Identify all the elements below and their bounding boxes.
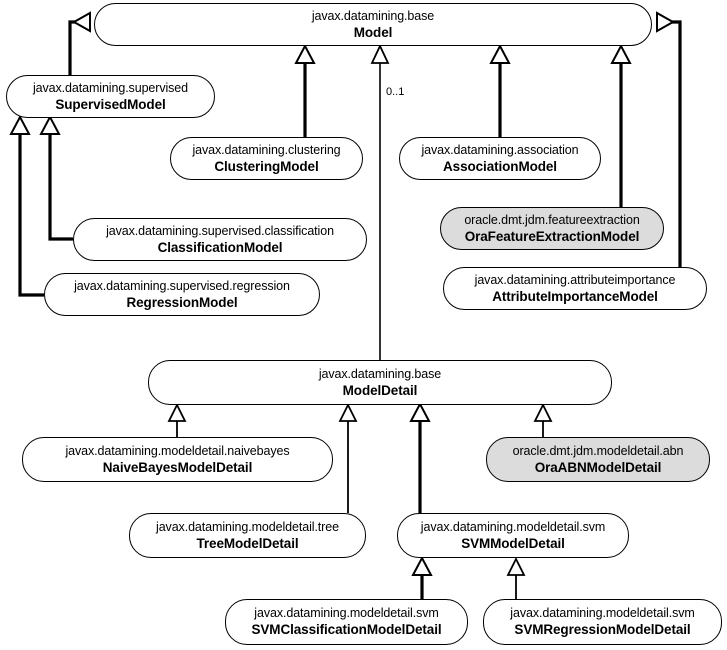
edge-clusteringmodel-to-model	[294, 43, 316, 137]
edge-naivebayesmodeldetail-to-modeldetail	[167, 402, 187, 437]
class-package-regressionmodel: javax.datamining.supervised.regression	[74, 278, 290, 293]
class-name-supervisedmodel: SupervisedModel	[55, 96, 166, 112]
class-package-oraabnmodeldetail: oracle.dmt.jdm.modeldetail.abn	[512, 443, 684, 458]
class-name-model: Model	[353, 24, 393, 40]
class-package-naivebayesmodeldetail: javax.datamining.modeldetail.naivebayes	[65, 443, 290, 458]
class-package-model: javax.datamining.base	[311, 8, 435, 23]
class-box-treemodeldetail[interactable]: javax.datamining.modeldetail.tree TreeMo…	[129, 513, 366, 558]
edge-svmmodeldetail-to-modeldetail	[409, 401, 431, 513]
class-package-modeldetail: javax.datamining.base	[318, 366, 442, 381]
edge-treemodeldetail-to-modeldetail	[338, 402, 358, 513]
edge-oraabnmodeldetail-to-modeldetail	[533, 402, 553, 437]
class-package-orafeatureextractionmodel: oracle.dmt.jdm.featureextraction	[464, 212, 640, 227]
class-package-attributeimportancemodel: javax.datamining.attributeimportance	[474, 272, 676, 287]
class-box-orafeatureextractionmodel[interactable]: oracle.dmt.jdm.featureextraction OraFeat…	[440, 207, 664, 250]
class-name-naivebayesmodeldetail: NaiveBayesModelDetail	[102, 459, 253, 475]
class-box-svmmodeldetail[interactable]: javax.datamining.modeldetail.svm SVMMode…	[397, 513, 629, 558]
class-name-svmregressionmodeldetail: SVMRegressionModelDetail	[514, 622, 691, 638]
class-box-classificationmodel[interactable]: javax.datamining.supervised.classificati…	[73, 218, 367, 261]
class-name-modeldetail: ModelDetail	[342, 382, 418, 398]
class-package-classificationmodel: javax.datamining.supervised.classificati…	[106, 223, 334, 238]
class-package-clusteringmodel: javax.datamining.clustering	[192, 142, 341, 157]
class-box-supervisedmodel[interactable]: javax.datamining.supervised SupervisedMo…	[6, 75, 215, 118]
class-package-supervisedmodel: javax.datamining.supervised	[32, 80, 189, 95]
class-package-svmregressionmodeldetail: javax.datamining.modeldetail.svm	[510, 606, 695, 621]
edge-supervisedmodel-to-model	[68, 11, 91, 75]
class-box-svmclassificationmodeldetail[interactable]: javax.datamining.modeldetail.svm SVMClas…	[225, 599, 468, 645]
class-box-modeldetail[interactable]: javax.datamining.base ModelDetail	[148, 360, 612, 405]
class-name-regressionmodel: RegressionModel	[126, 294, 238, 310]
class-name-svmmodeldetail: SVMModelDetail	[461, 535, 565, 551]
class-name-orafeatureextractionmodel: OraFeatureExtractionModel	[464, 228, 640, 244]
edge-svmclassificationmodeldetail-to-svmmodeldetail	[411, 555, 433, 599]
class-name-associationmodel: AssociationModel	[443, 158, 557, 174]
class-name-svmclassificationmodeldetail: SVMClassificationModelDetail	[251, 622, 442, 638]
class-package-treemodeldetail: javax.datamining.modeldetail.tree	[156, 519, 339, 534]
edge-associationmodel-to-model	[489, 43, 511, 137]
edge-regressionmodel-to-supervisedmodel	[9, 114, 44, 297]
class-name-oraabnmodeldetail: OraABNModelDetail	[534, 459, 662, 475]
class-box-clusteringmodel[interactable]: javax.datamining.clustering ClusteringMo…	[170, 137, 363, 180]
class-box-attributeimportancemodel[interactable]: javax.datamining.attributeimportance Att…	[443, 267, 707, 310]
class-box-naivebayesmodeldetail[interactable]: javax.datamining.modeldetail.naivebayes …	[22, 437, 333, 482]
class-box-associationmodel[interactable]: javax.datamining.association Association…	[399, 137, 601, 180]
edge-classificationmodel-to-supervisedmodel	[39, 114, 73, 241]
class-name-treemodeldetail: TreeModelDetail	[196, 535, 299, 551]
class-box-model[interactable]: javax.datamining.base Model	[94, 3, 652, 46]
class-box-regressionmodel[interactable]: javax.datamining.supervised.regression R…	[44, 273, 320, 316]
class-box-svmregressionmodeldetail[interactable]: javax.datamining.modeldetail.svm SVMRegr…	[483, 599, 722, 645]
class-name-classificationmodel: ClassificationModel	[157, 239, 283, 255]
edge-svmregressionmodeldetail-to-svmmodeldetail	[506, 556, 526, 599]
class-name-attributeimportancemodel: AttributeImportanceModel	[492, 288, 658, 304]
class-name-clusteringmodel: ClusteringModel	[214, 158, 319, 174]
class-package-svmmodeldetail: javax.datamining.modeldetail.svm	[420, 519, 606, 534]
multiplicity-label-0-1: 0..1	[386, 86, 405, 98]
edge-orafeatureextractionmodel-to-model	[610, 43, 632, 207]
class-package-svmclassificationmodeldetail: javax.datamining.modeldetail.svm	[254, 606, 439, 621]
class-box-oraabnmodeldetail[interactable]: oracle.dmt.jdm.modeldetail.abn OraABNMod…	[486, 437, 710, 482]
class-package-associationmodel: javax.datamining.association	[421, 142, 579, 157]
